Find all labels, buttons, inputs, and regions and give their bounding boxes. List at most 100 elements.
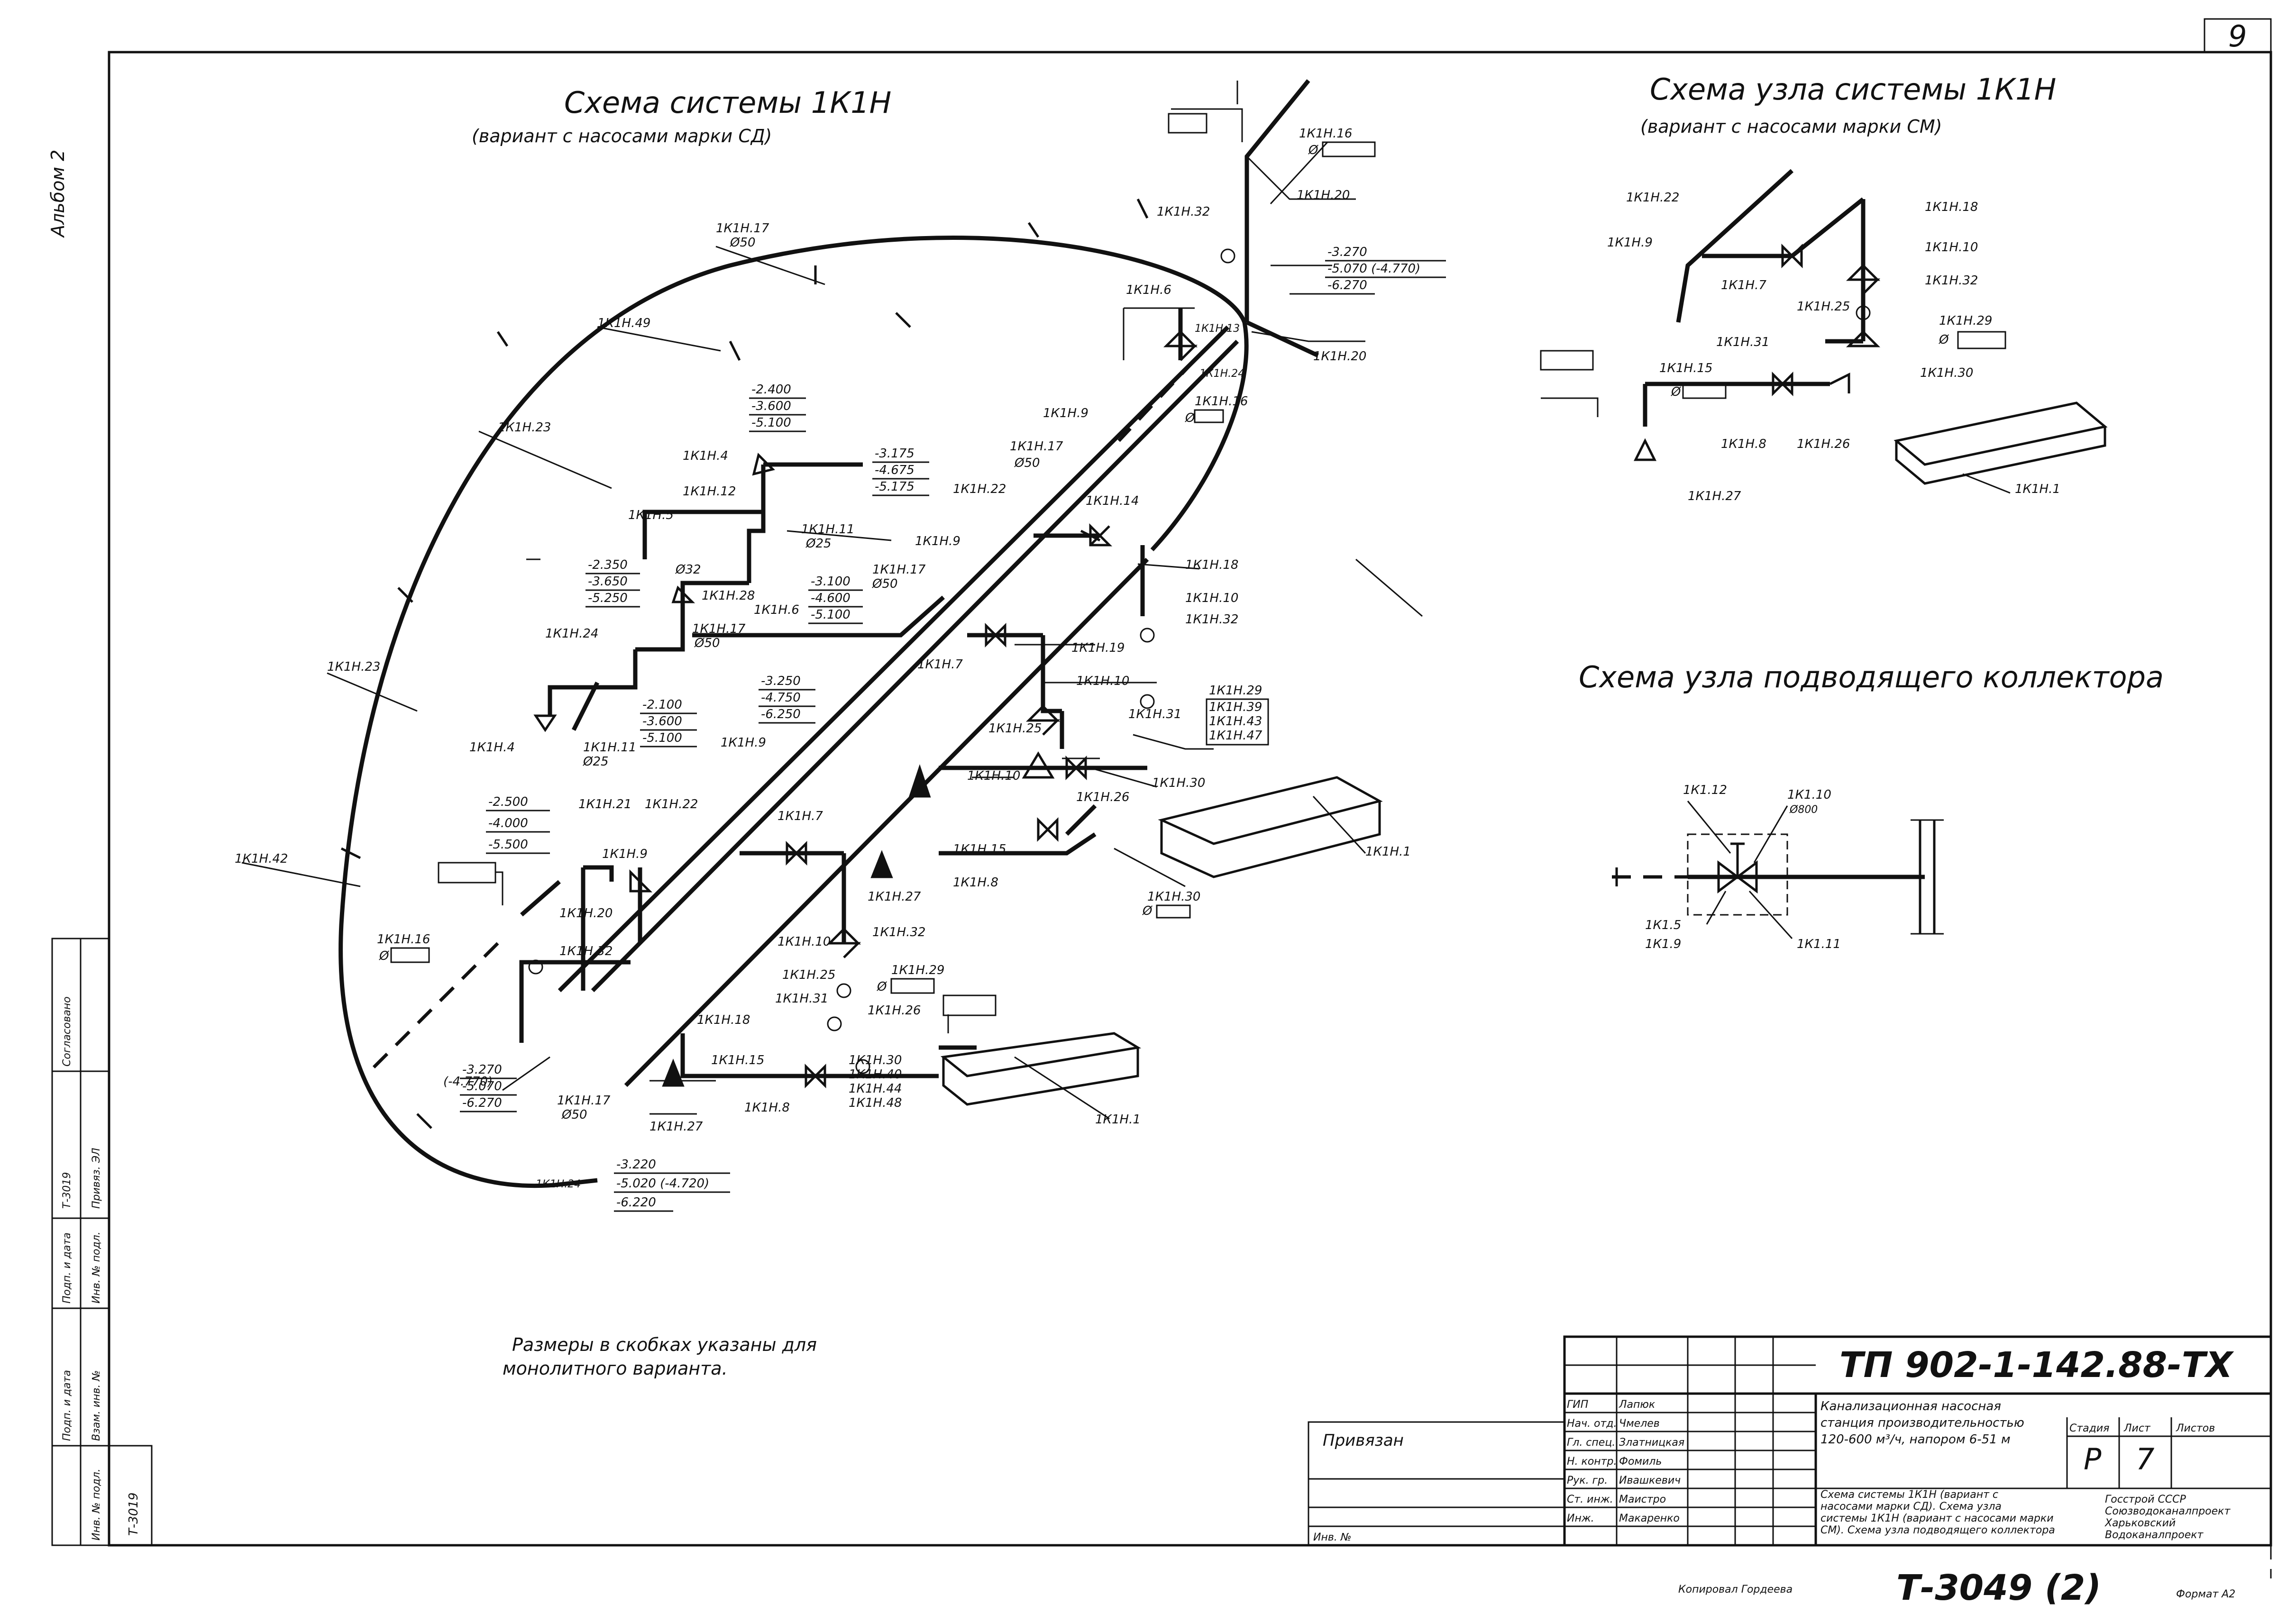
elev-e9-2: -6.270 — [462, 1096, 502, 1110]
label-27a: 1К1Н.27 — [868, 890, 921, 904]
label-19: 1К1Н.19 — [1071, 641, 1125, 655]
copied-by: Копировал Гордеева — [1678, 1584, 1793, 1596]
label-12: 1К1Н.12 — [683, 484, 736, 499]
label-28: 1К1Н.28 — [702, 589, 755, 603]
role-6: Инж. — [1567, 1513, 1594, 1524]
label-26b: 1К1Н.26 — [868, 1003, 921, 1018]
sheets-header: Листов — [2176, 1422, 2215, 1434]
elev-e3-2: -5.175 — [875, 480, 915, 494]
collector-label-5: 1К1.5 — [1645, 918, 1681, 932]
label-29: 1К1Н.29 — [1209, 684, 1262, 698]
label-13: 1К1Н.13 — [1195, 323, 1240, 335]
elev-e8-1: -4.000 — [488, 816, 528, 830]
node-label-32: 1К1Н.32 — [1925, 274, 1978, 288]
node-dia-sign-15: Ø — [1671, 385, 1682, 399]
stamp-inv-b: Инв. № подл. — [91, 1468, 102, 1541]
elev-e7: -2.100 -3.600 -5.100 — [640, 698, 697, 748]
stamp-sign-a: Подп. и дата — [61, 1232, 73, 1304]
label-20r: 1К1Н.20 — [1313, 349, 1366, 364]
stamp-sign-b: Подп. и дата — [61, 1370, 73, 1441]
node-label-7: 1К1Н.7 — [1721, 278, 1766, 292]
name-1: Чмелев — [1619, 1418, 1660, 1430]
elev-e1-2: -6.270 — [1327, 278, 1367, 292]
collector-scheme-labels: 1К1.12 1К1.10 Ø800 1К1.5 1К1.9 1К1.11 — [1645, 783, 1841, 951]
label-4b: 1К1Н.4 — [469, 740, 515, 755]
name-2: Златницкая — [1619, 1437, 1684, 1449]
label-14: 1К1Н.14 — [1086, 494, 1139, 508]
node-pump-pad — [1894, 401, 2108, 466]
label-32a: 1К1Н.32 — [1185, 612, 1238, 627]
label-32c: 1К1Н.32 — [872, 925, 925, 939]
dia-32: Ø32 — [675, 563, 701, 577]
node-dia-sign-29: Ø — [1939, 333, 1949, 347]
elev-e1-0: -3.270 — [1327, 245, 1367, 259]
stamp-agreed: Согласовано — [61, 996, 73, 1067]
label-11a: 1К1Н.11 — [801, 522, 854, 537]
elev-e2-1: -3.600 — [751, 399, 791, 413]
elev-e7-0: -2.100 — [642, 698, 682, 712]
collector-label-10-sub: Ø800 — [1789, 804, 1818, 816]
elev-e8-0: -2.500 — [488, 795, 528, 809]
role-1: Нач. отд. — [1567, 1418, 1617, 1430]
dia-25a: Ø25 — [805, 537, 832, 551]
dia-50d: Ø50 — [1014, 456, 1040, 470]
label-1b: 1К1Н.1 — [1095, 1112, 1141, 1127]
elev-e2: -2.400 -3.600 -5.100 — [749, 383, 806, 432]
label-11b: 1К1Н.11 — [583, 740, 636, 755]
dia-sign-16c: Ø — [379, 949, 390, 963]
elev-e2-0: -2.400 — [751, 383, 791, 397]
label-32-top: 1К1Н.32 — [1157, 205, 1210, 219]
ring-right-pipeline — [1150, 322, 1249, 552]
page-number: 9 — [2228, 19, 2247, 54]
album-label: Альбом 2 — [47, 150, 68, 238]
pump-pad-lower — [940, 1032, 1142, 1077]
role-5: Ст. инж. — [1567, 1494, 1613, 1505]
main-scheme-title: Схема системы 1К1Н — [564, 85, 891, 120]
left-stamp: Согласовано Привяз. ЭЛ Т-3019 Инв. № под… — [51, 938, 153, 1546]
label-27b: 1К1Н.27 — [649, 1120, 703, 1134]
label-23b: 1К1Н.23 — [327, 660, 380, 674]
dia-50b: Ø50 — [694, 636, 720, 650]
sheet-line-3: СМ). Схема узла подводящего коллектора — [1820, 1524, 2055, 1536]
label-25a: 1К1Н.25 — [988, 721, 1042, 736]
main-isometric-scheme — [241, 79, 1423, 1188]
label-25b: 1К1Н.25 — [782, 968, 835, 982]
label-40: 1К1Н.40 — [849, 1067, 902, 1082]
dia-sign-30b: Ø — [1142, 904, 1153, 918]
elev-e5: -3.100 -4.600 -5.100 — [808, 574, 863, 624]
label-16r: 1К1Н.16 — [1195, 394, 1248, 409]
label-29b: 1К1Н.29 — [891, 963, 944, 977]
label-21: 1К1Н.21 — [578, 797, 631, 812]
node-label-9: 1К1Н.9 — [1607, 236, 1653, 250]
node-label-8: 1К1Н.8 — [1721, 437, 1766, 451]
elev-e3: -3.175 -4.675 -5.175 — [872, 447, 929, 496]
name-3: Фомиль — [1619, 1456, 1662, 1468]
elev-e6-0: -3.250 — [761, 674, 801, 688]
node-label-10: 1К1Н.10 — [1925, 240, 1978, 255]
node-label-25: 1К1Н.25 — [1797, 300, 1850, 314]
label-8a: 1К1Н.8 — [953, 875, 998, 890]
label-47: 1К1Н.47 — [1209, 729, 1262, 743]
elev-e4-0: -2.350 — [588, 558, 628, 572]
role-2: Гл. спец. — [1567, 1437, 1615, 1449]
node-label-22: 1К1Н.22 — [1626, 191, 1679, 205]
node-label-31: 1К1Н.31 — [1716, 335, 1769, 349]
elev-e10-2: -6.220 — [616, 1195, 656, 1210]
collector-wall — [1919, 820, 1936, 934]
elev-e6-2: -6.250 — [761, 707, 801, 721]
role-4: Рук. гр. — [1567, 1475, 1608, 1486]
label-42: 1К1Н.42 — [235, 852, 288, 866]
elev-e4: -2.350 -3.650 -5.250 — [585, 558, 640, 608]
label-8b: 1К1Н.8 — [744, 1101, 790, 1115]
label-17d: 1К1Н.17 — [1010, 439, 1063, 454]
collector-scheme-drawing — [1612, 819, 1944, 935]
note-line-2: монолитного варианта. — [503, 1358, 728, 1379]
elev-e9: (-4.770) -3.270 -5.070 -6.270 — [443, 1063, 517, 1112]
elev-e7-2: -5.100 — [642, 731, 682, 745]
label-7a: 1К1Н.7 — [917, 657, 963, 672]
label-9c: 1К1Н.9 — [721, 736, 766, 750]
label-17c: 1К1Н.17 — [872, 563, 926, 577]
label-48: 1К1Н.48 — [849, 1096, 902, 1110]
label-30b: 1К1Н.30 — [1147, 890, 1200, 904]
label-9b: 1К1Н.9 — [915, 534, 960, 548]
